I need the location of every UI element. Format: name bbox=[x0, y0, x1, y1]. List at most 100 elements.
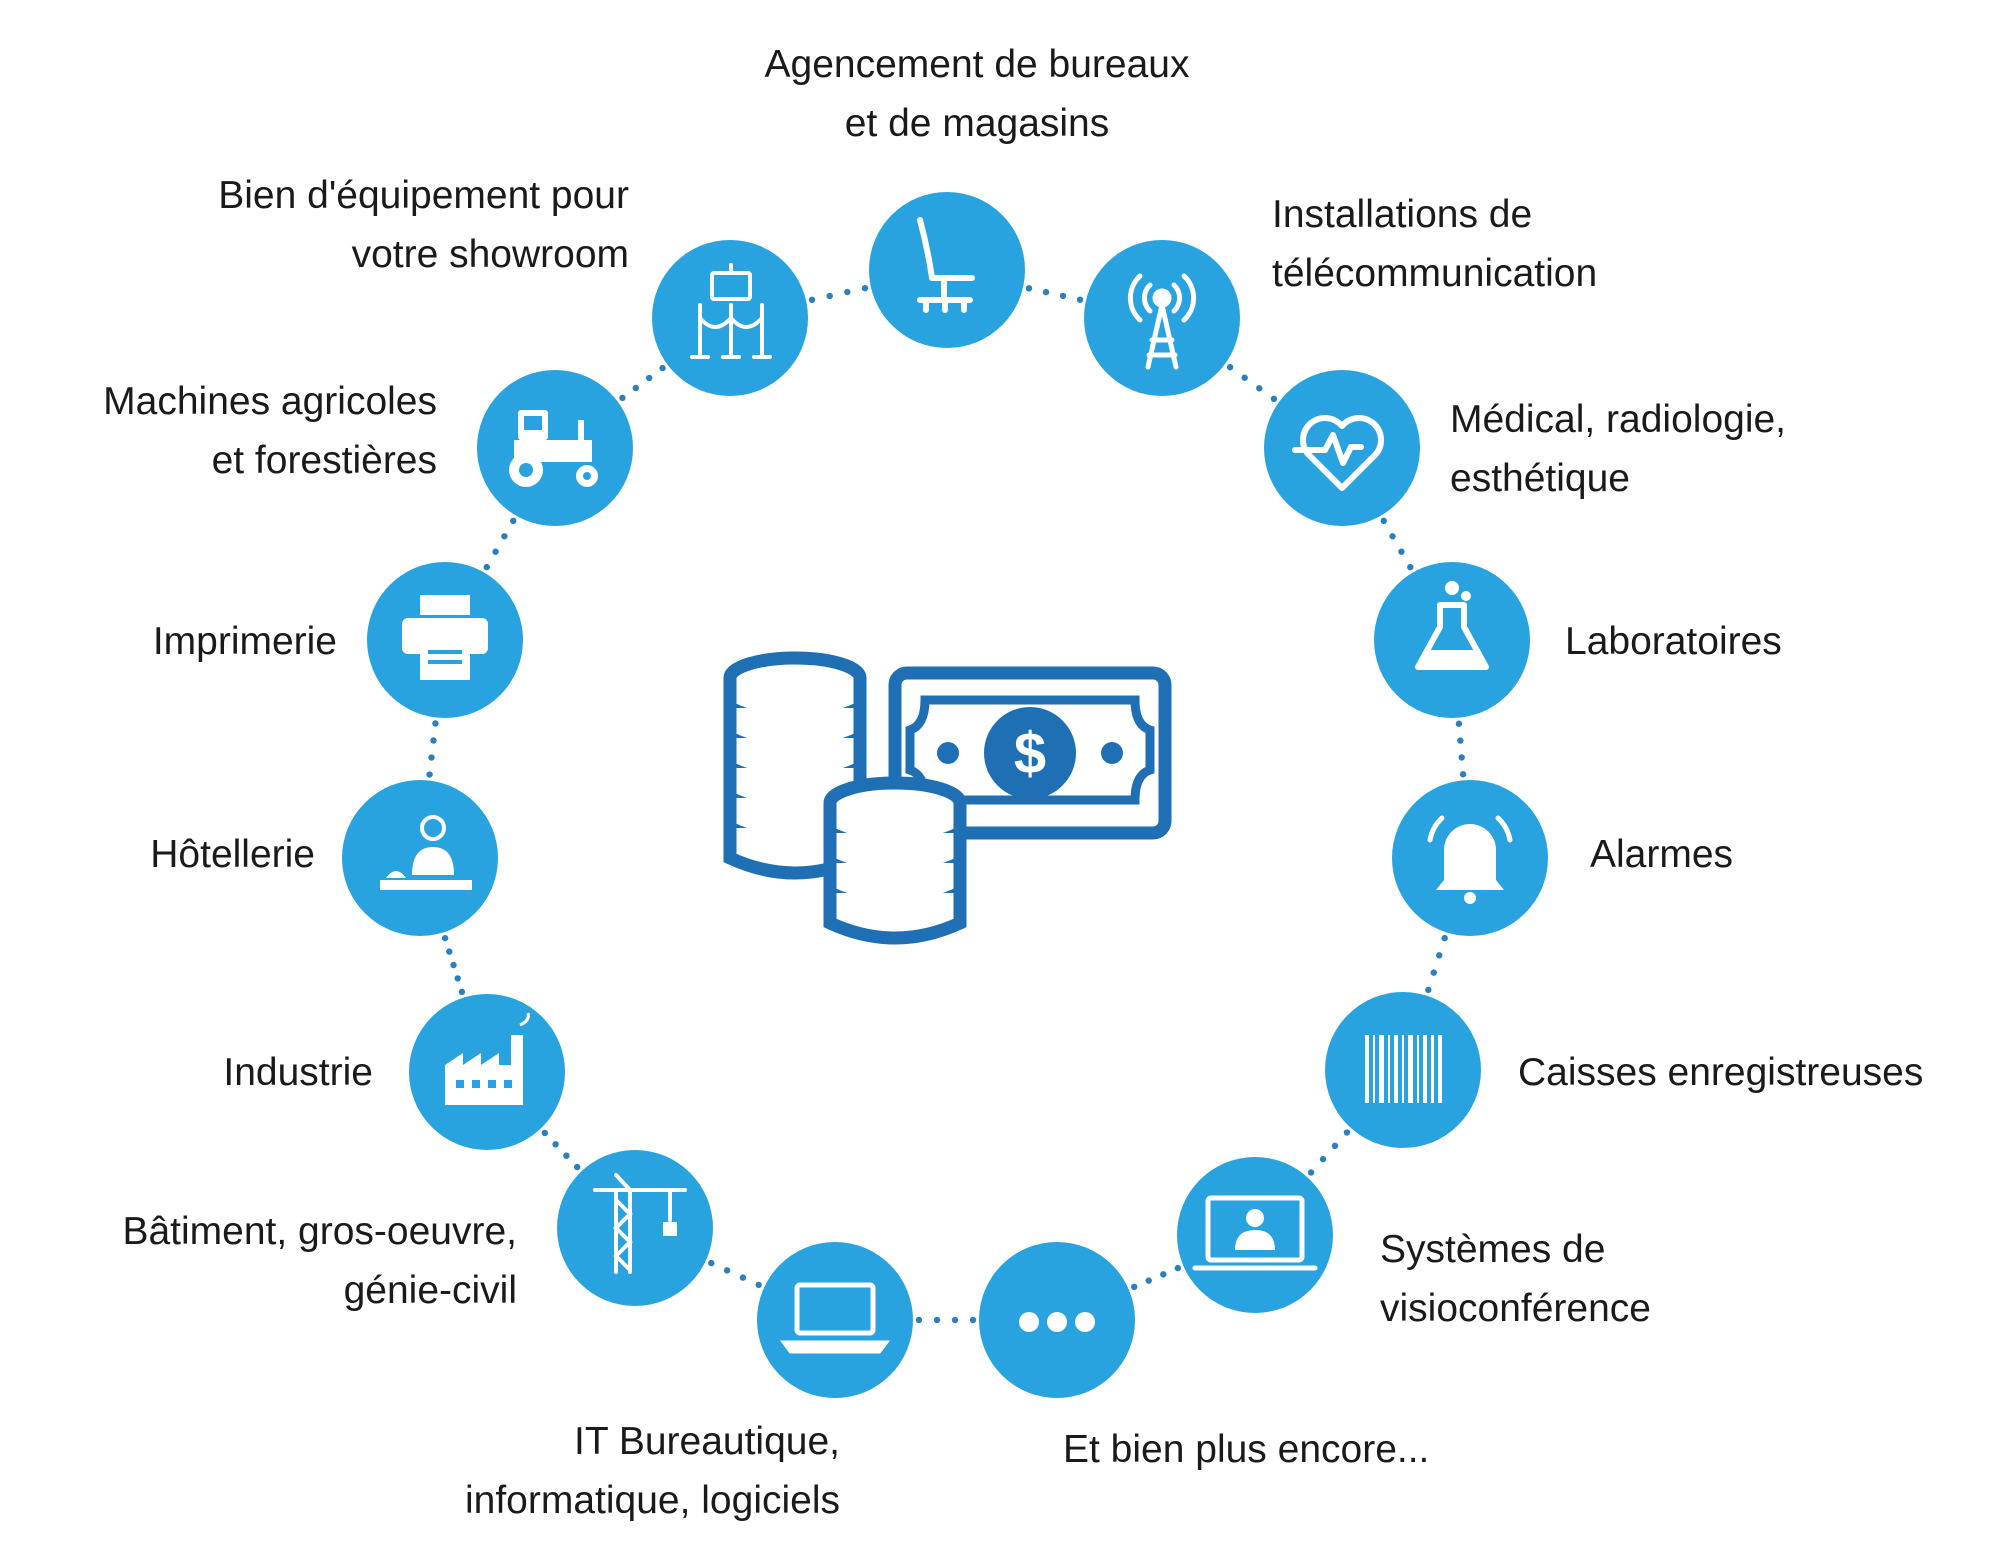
node-agencement bbox=[869, 192, 1025, 348]
label-batiment-line-2: génie-civil bbox=[343, 1269, 517, 1312]
connector-dot bbox=[1145, 1277, 1152, 1284]
connector-dot bbox=[708, 1259, 715, 1267]
label-visio: Systèmes de visioconférence bbox=[1380, 1220, 1651, 1338]
laptop-icon bbox=[780, 1282, 890, 1354]
connector-dot bbox=[808, 296, 816, 304]
barcode-icon bbox=[1365, 1035, 1442, 1103]
receptionist-icon bbox=[380, 815, 472, 890]
connector-dots bbox=[426, 284, 1467, 1324]
label-agencement-line-1: Agencement de bureaux bbox=[764, 43, 1190, 86]
label-medical: Médical, radiologie, esthétique bbox=[1450, 390, 1786, 508]
connector-dot bbox=[1270, 395, 1278, 403]
connector-dot bbox=[541, 1129, 549, 1137]
antenna-tower-icon bbox=[1127, 273, 1197, 370]
node-visio bbox=[1177, 1157, 1333, 1313]
video-conference-icon bbox=[1192, 1195, 1318, 1271]
label-visio-line-1: Systèmes de bbox=[1380, 1228, 1606, 1271]
label-plus-line-1: Et bien plus encore... bbox=[1063, 1428, 1430, 1471]
connector-dot bbox=[454, 975, 461, 982]
connector-dot bbox=[739, 1274, 747, 1281]
connector-dot bbox=[501, 533, 508, 540]
connector-dot bbox=[1425, 986, 1432, 994]
node-caisses bbox=[1325, 992, 1481, 1148]
connector-dot bbox=[1319, 1155, 1327, 1163]
label-caisses-line-1: Caisses enregistreuses bbox=[1518, 1051, 1924, 1094]
label-batiment: Bâtiment, gros-oeuvre, génie-civil bbox=[30, 1202, 517, 1320]
connector-dot bbox=[1241, 374, 1248, 381]
connector-dot bbox=[844, 288, 851, 296]
connector-dot bbox=[1389, 533, 1396, 540]
connector-dot bbox=[552, 1141, 559, 1148]
connector-dot bbox=[1380, 517, 1387, 525]
connector-dot bbox=[1459, 771, 1467, 778]
svg-text:$: $ bbox=[1014, 721, 1046, 786]
connector-dot bbox=[969, 1316, 977, 1324]
connector-dot bbox=[1398, 548, 1405, 555]
label-agricole-line-1: Machines agricoles bbox=[103, 380, 437, 423]
connector-dot bbox=[430, 737, 437, 744]
label-agricole-line-2: et forestières bbox=[211, 439, 437, 482]
label-telecom-line-1: Installations de bbox=[1272, 193, 1533, 236]
connector-dot bbox=[1407, 563, 1414, 571]
connector-dot bbox=[1455, 720, 1463, 727]
connector-dot bbox=[1174, 1264, 1182, 1272]
label-agricole: Machines agricoles et forestières bbox=[30, 372, 437, 490]
connector-dot bbox=[1130, 1283, 1138, 1291]
connector-dot bbox=[1331, 1142, 1339, 1150]
node-it bbox=[757, 1242, 913, 1398]
connector-dot bbox=[1458, 754, 1465, 761]
label-medical-line-1: Médical, radiologie, bbox=[1450, 398, 1787, 441]
label-telecom: Installations de télécommunication bbox=[1272, 185, 1597, 303]
connector-dot bbox=[861, 284, 869, 292]
connector-dot bbox=[432, 720, 439, 727]
connector-dot bbox=[1042, 288, 1050, 296]
connector-dot bbox=[1457, 737, 1464, 744]
flask-icon bbox=[1415, 581, 1489, 670]
label-showroom: Bien d'équipement pour votre showroom bbox=[120, 166, 629, 284]
connector-dot bbox=[483, 563, 490, 571]
label-imprimerie: Imprimerie bbox=[80, 612, 337, 671]
node-agricole bbox=[477, 370, 633, 526]
label-medical-line-2: esthétique bbox=[1450, 457, 1630, 500]
connector-dot bbox=[1307, 1169, 1315, 1176]
connector-dot bbox=[826, 292, 833, 300]
label-showroom-line-2: votre showroom bbox=[351, 233, 629, 276]
label-telecom-line-2: télécommunication bbox=[1272, 252, 1598, 295]
connector-dot bbox=[510, 517, 517, 525]
heart-pulse-icon bbox=[1292, 414, 1385, 491]
showroom-display-icon bbox=[690, 263, 772, 359]
office-chair-icon bbox=[917, 217, 975, 313]
coins-and-banknote-dollar-icon: $ bbox=[723, 651, 1172, 945]
connector-dot bbox=[933, 1316, 941, 1324]
connector-dot bbox=[632, 384, 640, 392]
connector-dot bbox=[428, 754, 435, 761]
connector-dot bbox=[573, 1163, 581, 1171]
connector-dot bbox=[1441, 934, 1448, 942]
connector-dot bbox=[619, 394, 626, 402]
connector-dot bbox=[563, 1152, 570, 1159]
connector-dot bbox=[492, 548, 499, 555]
connector-dot bbox=[659, 364, 666, 372]
label-agencement-line-2: et de magasins bbox=[844, 102, 1110, 145]
connector-dot bbox=[1436, 952, 1443, 959]
label-it-line-2: informatique, logiciels bbox=[464, 1479, 840, 1522]
label-plus: Et bien plus encore... bbox=[1063, 1420, 1429, 1479]
node-alarmes bbox=[1392, 780, 1548, 936]
connector-dot bbox=[645, 374, 653, 382]
connector-dot bbox=[723, 1267, 731, 1274]
node-laboratoires bbox=[1374, 562, 1530, 718]
node-telecom bbox=[1084, 240, 1240, 396]
printer-icon bbox=[402, 595, 488, 680]
connector-dot bbox=[1059, 292, 1067, 300]
label-visio-line-2: visioconférence bbox=[1380, 1287, 1651, 1330]
connector-dot bbox=[1430, 969, 1437, 976]
more-dots-icon bbox=[1019, 1312, 1095, 1332]
connector-dot bbox=[1160, 1271, 1167, 1278]
connector-dot bbox=[446, 948, 453, 955]
label-alarmes-line-1: Alarmes bbox=[1590, 833, 1734, 876]
bell-alarm-icon bbox=[1427, 815, 1513, 904]
label-caisses: Caisses enregistreuses bbox=[1518, 1043, 1923, 1102]
node-industrie bbox=[409, 994, 565, 1150]
